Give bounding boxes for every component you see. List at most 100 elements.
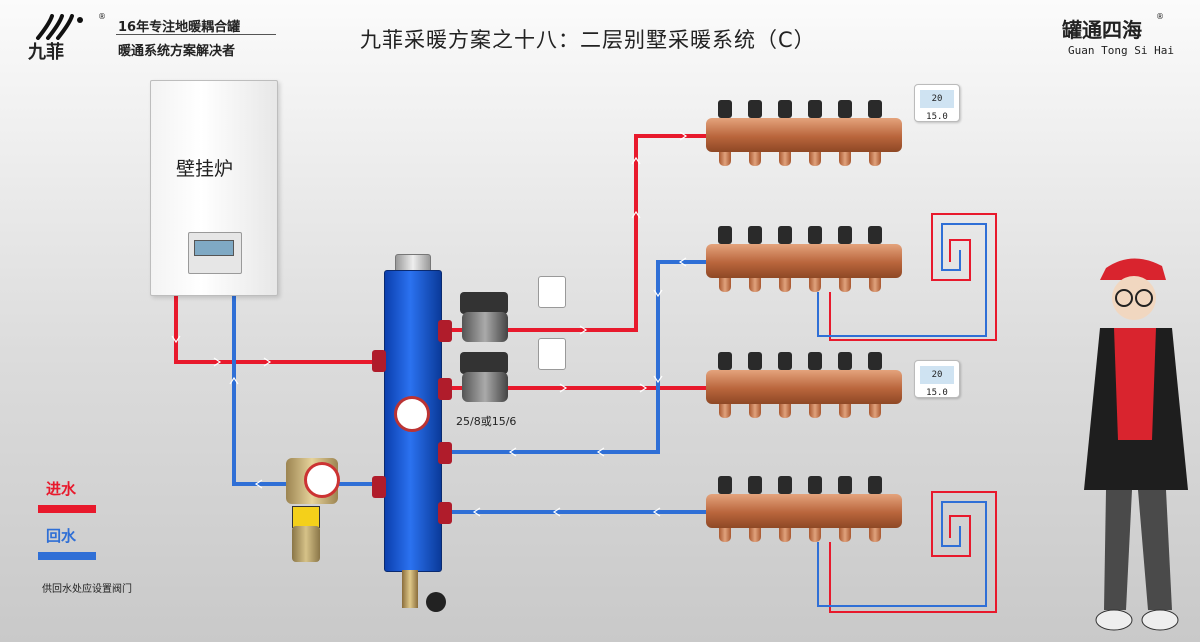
coil-lower-return xyxy=(817,501,987,607)
manifold-outlet-icon xyxy=(749,278,761,292)
manifold-valve-icon[interactable] xyxy=(748,100,762,118)
tank-port-supply-in xyxy=(372,350,386,372)
thermostat-lower-set: 15.0 xyxy=(926,388,948,398)
boiler-display xyxy=(194,240,234,256)
manifold-outlet-icon xyxy=(749,528,761,542)
supply-pipe-upper-loop xyxy=(440,134,706,332)
pump-upper-controller xyxy=(538,276,566,308)
manifold-valve-icon[interactable] xyxy=(868,352,882,370)
pump-lower-icon xyxy=(462,372,508,402)
registered-mark: ® xyxy=(98,12,106,21)
mascot-figure-icon xyxy=(1084,258,1188,631)
pump-upper-icon xyxy=(462,312,508,342)
manifold-valve-icon[interactable] xyxy=(868,476,882,494)
right-registered-mark: ® xyxy=(1156,12,1164,21)
legend-return-label: 回水 xyxy=(46,527,77,545)
thermostat-upper-temp: 20 xyxy=(931,94,943,104)
manifold-valve-icon[interactable] xyxy=(838,226,852,244)
manifold-outlet-icon xyxy=(839,152,851,166)
return-pipe-boiler xyxy=(232,294,384,486)
manifold-lower-return xyxy=(706,494,902,528)
manifold-valve-icon[interactable] xyxy=(868,226,882,244)
coil-upper-return xyxy=(817,223,987,337)
brand-name: 九菲 xyxy=(28,42,64,63)
legend-supply-label: 进水 xyxy=(46,480,77,498)
manifold-outlet-icon xyxy=(719,152,731,166)
coil-lower-supply xyxy=(829,491,997,613)
manifold-outlet-icon xyxy=(809,152,821,166)
tank-port-lower-return xyxy=(438,502,452,524)
right-brand-name: 罐通四海 xyxy=(1062,18,1142,42)
pump-lower-motor xyxy=(460,352,508,374)
manifold-valve-icon[interactable] xyxy=(808,226,822,244)
tank-port-return-out xyxy=(372,476,386,498)
pump-upper-motor xyxy=(460,292,508,314)
manifold-valve-icon[interactable] xyxy=(718,352,732,370)
manifold-valve-icon[interactable] xyxy=(718,476,732,494)
manifold-valve-icon[interactable] xyxy=(778,100,792,118)
tagline-primary: 16年专注地暖耦合罐 xyxy=(118,20,241,35)
supply-pipe-boiler xyxy=(174,294,384,364)
manifold-outlet-icon xyxy=(749,404,761,418)
manifold-valve-icon[interactable] xyxy=(808,100,822,118)
manifold-lower-supply xyxy=(706,370,902,404)
manifold-outlet-icon xyxy=(809,278,821,292)
manifold-valve-icon[interactable] xyxy=(748,352,762,370)
manifold-outlet-icon xyxy=(719,278,731,292)
manifold-outlet-icon xyxy=(809,528,821,542)
manifold-outlet-icon xyxy=(779,404,791,418)
manifold-valve-icon[interactable] xyxy=(808,352,822,370)
legend-return-swatch xyxy=(38,552,96,560)
pump-spec-label: 25/8或15/6 xyxy=(456,415,517,428)
manifold-outlet-icon xyxy=(869,528,881,542)
manifold-outlet-icon xyxy=(719,404,731,418)
manifold-outlet-icon xyxy=(869,278,881,292)
manifold-outlet-icon xyxy=(839,528,851,542)
manifold-upper-supply xyxy=(706,118,902,152)
manifold-valve-icon[interactable] xyxy=(838,476,852,494)
tank-port-upper-return xyxy=(438,442,452,464)
boiler-label: 壁挂炉 xyxy=(176,158,234,180)
thermostat-upper[interactable]: 20 15.0 xyxy=(914,84,960,122)
return-pipe-upper-loop xyxy=(440,260,706,454)
manifold-valve-icon[interactable] xyxy=(868,100,882,118)
manifold-valve-icon[interactable] xyxy=(838,100,852,118)
tank-port-upper-supply xyxy=(438,320,452,342)
pump-lower-controller xyxy=(538,338,566,370)
manifold-outlet-icon xyxy=(779,278,791,292)
manifold-valve-icon[interactable] xyxy=(778,476,792,494)
manifold-valve-icon[interactable] xyxy=(718,100,732,118)
manifold-valve-icon[interactable] xyxy=(838,352,852,370)
manifold-valve-icon[interactable] xyxy=(778,226,792,244)
manifold-valve-icon[interactable] xyxy=(748,226,762,244)
manifold-valve-icon[interactable] xyxy=(748,476,762,494)
page-title: 九菲采暖方案之十八：二层别墅采暖系统（C） xyxy=(360,28,816,52)
manifold-valve-icon[interactable] xyxy=(718,226,732,244)
thermostat-lower-temp: 20 xyxy=(931,370,943,380)
manifold-valve-icon[interactable] xyxy=(808,476,822,494)
manifold-outlet-icon xyxy=(749,152,761,166)
tank-port-lower-supply xyxy=(438,378,452,400)
manifold-outlet-icon xyxy=(809,404,821,418)
manifold-valve-icon[interactable] xyxy=(778,352,792,370)
valve-warning-label-icon xyxy=(292,506,320,528)
manifold-upper-return xyxy=(706,244,902,278)
thermostat-lower[interactable]: 20 15.0 xyxy=(914,360,960,398)
manifold-outlet-icon xyxy=(719,528,731,542)
tagline-divider xyxy=(116,34,276,35)
valve-note: 供回水处应设置阀门 xyxy=(42,584,132,595)
manifold-outlet-icon xyxy=(869,404,881,418)
thermostat-upper-set: 15.0 xyxy=(926,112,948,122)
drain-valve-icon xyxy=(402,570,418,608)
manifold-outlet-icon xyxy=(839,278,851,292)
tagline-secondary: 暖通系统方案解决者 xyxy=(118,44,236,59)
mixing-valve-gauge-icon xyxy=(304,462,340,498)
pressure-gauge-icon xyxy=(394,396,430,432)
legend-supply-swatch xyxy=(38,505,96,513)
drain-cap-icon xyxy=(426,592,446,612)
manifold-outlet-icon xyxy=(839,404,851,418)
manifold-outlet-icon xyxy=(869,152,881,166)
manifold-outlet-icon xyxy=(779,528,791,542)
coil-upper-supply xyxy=(829,213,997,341)
